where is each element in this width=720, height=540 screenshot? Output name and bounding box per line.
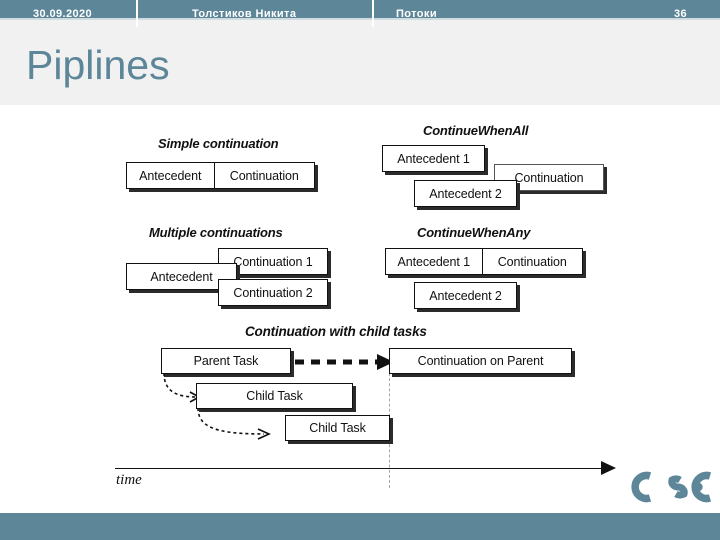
- simple-continuation-boxes: Antecedent Continuation: [126, 162, 315, 189]
- footer-separator-2: [372, 0, 374, 27]
- continue-when-any-row: Antecedent 1 Continuation: [385, 248, 583, 275]
- footer-page-number: 36: [674, 7, 688, 20]
- footer-topic: Потоки: [396, 7, 437, 20]
- box-child-task-1: Child Task: [196, 383, 353, 409]
- box-continuation-2: Continuation 2: [218, 279, 328, 306]
- top-accent-bar: [0, 0, 720, 18]
- child1-to-child2-arrow: [197, 407, 271, 440]
- footer-author: Толстиков Никита: [192, 7, 297, 20]
- box-antecedent: Antecedent: [127, 163, 215, 188]
- time-axis-label: time: [116, 472, 142, 488]
- time-axis-line: [115, 468, 605, 469]
- page-title: Piplines: [26, 42, 170, 88]
- continue-when-any-title: ContinueWhenAny: [417, 225, 531, 240]
- parent-to-continuation-arrow: [295, 354, 394, 370]
- box-continuation-on-parent: Continuation on Parent: [389, 348, 572, 374]
- box-parent-task: Parent Task: [161, 348, 291, 374]
- box-antecedent-2: Antecedent 2: [414, 180, 517, 207]
- footer-date: 30.09.2020: [33, 7, 93, 20]
- title-band: [0, 20, 720, 105]
- continue-when-all-title: ContinueWhenAll: [423, 123, 529, 138]
- child-tasks-title: Continuation with child tasks: [245, 324, 427, 339]
- box-antecedent-multi: Antecedent: [126, 263, 237, 290]
- pipeline-diagram: Simple continuation Antecedent Continuat…: [0, 105, 720, 505]
- time-axis-arrowhead: [601, 461, 616, 475]
- top-accent-bar-edge: [0, 18, 720, 20]
- multiple-continuations-title: Multiple continuations: [149, 225, 283, 240]
- box-child-task-2: Child Task: [285, 415, 390, 441]
- box-continuation-any: Continuation: [497, 254, 567, 269]
- csc-logo: [631, 471, 712, 503]
- footer-separator-1: [136, 0, 138, 27]
- box-continuation: Continuation: [229, 168, 299, 183]
- box-continuation-1: Continuation 1: [218, 248, 328, 275]
- box-antecedent-1: Antecedent 1: [382, 145, 485, 172]
- box-antecedent-2-any: Antecedent 2: [414, 282, 517, 309]
- footer-bar: [0, 513, 720, 540]
- simple-continuation-title: Simple continuation: [158, 136, 279, 151]
- box-antecedent-1-any: Antecedent 1: [386, 249, 483, 274]
